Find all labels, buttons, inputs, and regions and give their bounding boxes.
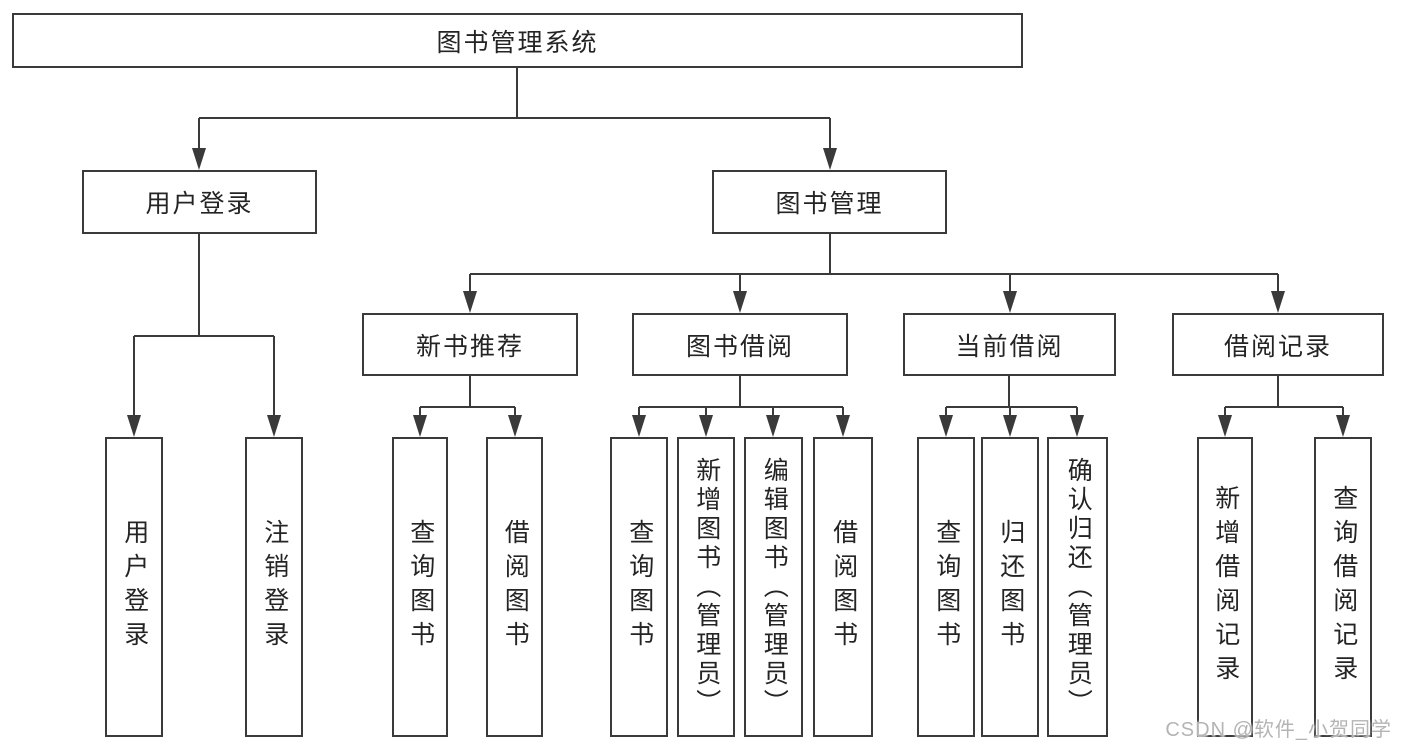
arrowhead-icon — [267, 415, 281, 437]
arrowheads — [127, 148, 1350, 437]
node-leaf-add-borrow-record-label: 新增借阅记录 — [1211, 485, 1240, 689]
arrowhead-icon — [192, 148, 206, 170]
arrowhead-icon — [1003, 415, 1017, 437]
arrowhead-icon — [463, 291, 477, 313]
arrowhead-icon — [939, 415, 953, 437]
arrowhead-icon — [127, 415, 141, 437]
node-leaf-user-login-label: 用户登录 — [120, 519, 149, 655]
arrowhead-icon — [508, 415, 522, 437]
arrowhead-icon — [699, 415, 713, 437]
node-new-book-recommend: 新书推荐 — [362, 313, 578, 376]
node-leaf-logout-label: 注销登录 — [260, 519, 289, 655]
node-current-borrowing-label: 当前借阅 — [955, 332, 1064, 361]
node-leaf-query-books-current-label: 查询图书 — [932, 519, 961, 655]
node-leaf-add-books-admin: 新增图书（管理员） — [677, 437, 735, 737]
node-root-system-label: 图书管理系统 — [436, 28, 599, 57]
node-borrowing-records-label: 借阅记录 — [1223, 332, 1332, 361]
node-leaf-borrow-books-borrow: 借阅图书 — [813, 437, 873, 737]
node-root-system: 图书管理系统 — [12, 13, 1023, 68]
node-leaf-query-books-recommend: 查询图书 — [392, 437, 448, 737]
arrowhead-icon — [1336, 415, 1350, 437]
node-leaf-return-books: 归还图书 — [981, 437, 1039, 737]
node-leaf-logout: 注销登录 — [245, 437, 303, 737]
node-leaf-borrow-books-recommend-label: 借阅图书 — [501, 519, 530, 655]
node-book-borrowing-label: 图书借阅 — [685, 332, 794, 361]
node-leaf-query-borrow-record: 查询借阅记录 — [1314, 437, 1372, 737]
node-leaf-edit-books-admin: 编辑图书（管理员） — [744, 437, 803, 737]
node-leaf-edit-books-admin-label: 编辑图书（管理员） — [760, 456, 789, 718]
node-user-login-label: 用户登录 — [145, 190, 254, 218]
node-leaf-add-borrow-record: 新增借阅记录 — [1197, 437, 1253, 737]
arrowhead-icon — [766, 415, 780, 437]
arrowhead-icon — [1003, 291, 1017, 313]
node-leaf-query-books-borrow: 查询图书 — [610, 437, 668, 737]
arrowhead-icon — [413, 415, 427, 437]
arrowhead-icon — [632, 415, 646, 437]
node-book-management: 图书管理 — [712, 170, 947, 234]
node-leaf-query-books-current: 查询图书 — [917, 437, 975, 737]
node-leaf-query-borrow-record-label: 查询借阅记录 — [1329, 485, 1358, 689]
node-leaf-confirm-return-admin-label: 确认归还（管理员） — [1064, 456, 1093, 718]
arrowhead-icon — [823, 148, 837, 170]
node-leaf-add-books-admin-label: 新增图书（管理员） — [692, 456, 721, 718]
node-user-login: 用户登录 — [82, 170, 317, 234]
arrowhead-icon — [1070, 415, 1084, 437]
arrowhead-icon — [1271, 291, 1285, 313]
node-leaf-borrow-books-borrow-label: 借阅图书 — [829, 519, 858, 655]
node-borrowing-records: 借阅记录 — [1172, 313, 1384, 376]
node-leaf-confirm-return-admin: 确认归还（管理员） — [1047, 437, 1108, 737]
node-leaf-return-books-label: 归还图书 — [996, 519, 1025, 655]
arrowhead-icon — [1218, 415, 1232, 437]
node-new-book-recommend-label: 新书推荐 — [415, 332, 524, 361]
arrowhead-icon — [733, 291, 747, 313]
node-book-management-label: 图书管理 — [775, 190, 884, 218]
node-leaf-query-books-borrow-label: 查询图书 — [625, 519, 654, 655]
arrowhead-icon — [836, 415, 850, 437]
node-leaf-user-login: 用户登录 — [105, 437, 163, 737]
node-current-borrowing: 当前借阅 — [903, 313, 1116, 376]
node-leaf-borrow-books-recommend: 借阅图书 — [486, 437, 543, 737]
node-leaf-query-books-recommend-label: 查询图书 — [406, 519, 435, 655]
tree-edges — [133, 68, 1344, 416]
node-book-borrowing: 图书借阅 — [632, 313, 848, 376]
watermark: CSDN @软件_小贺同学 — [1165, 719, 1392, 741]
